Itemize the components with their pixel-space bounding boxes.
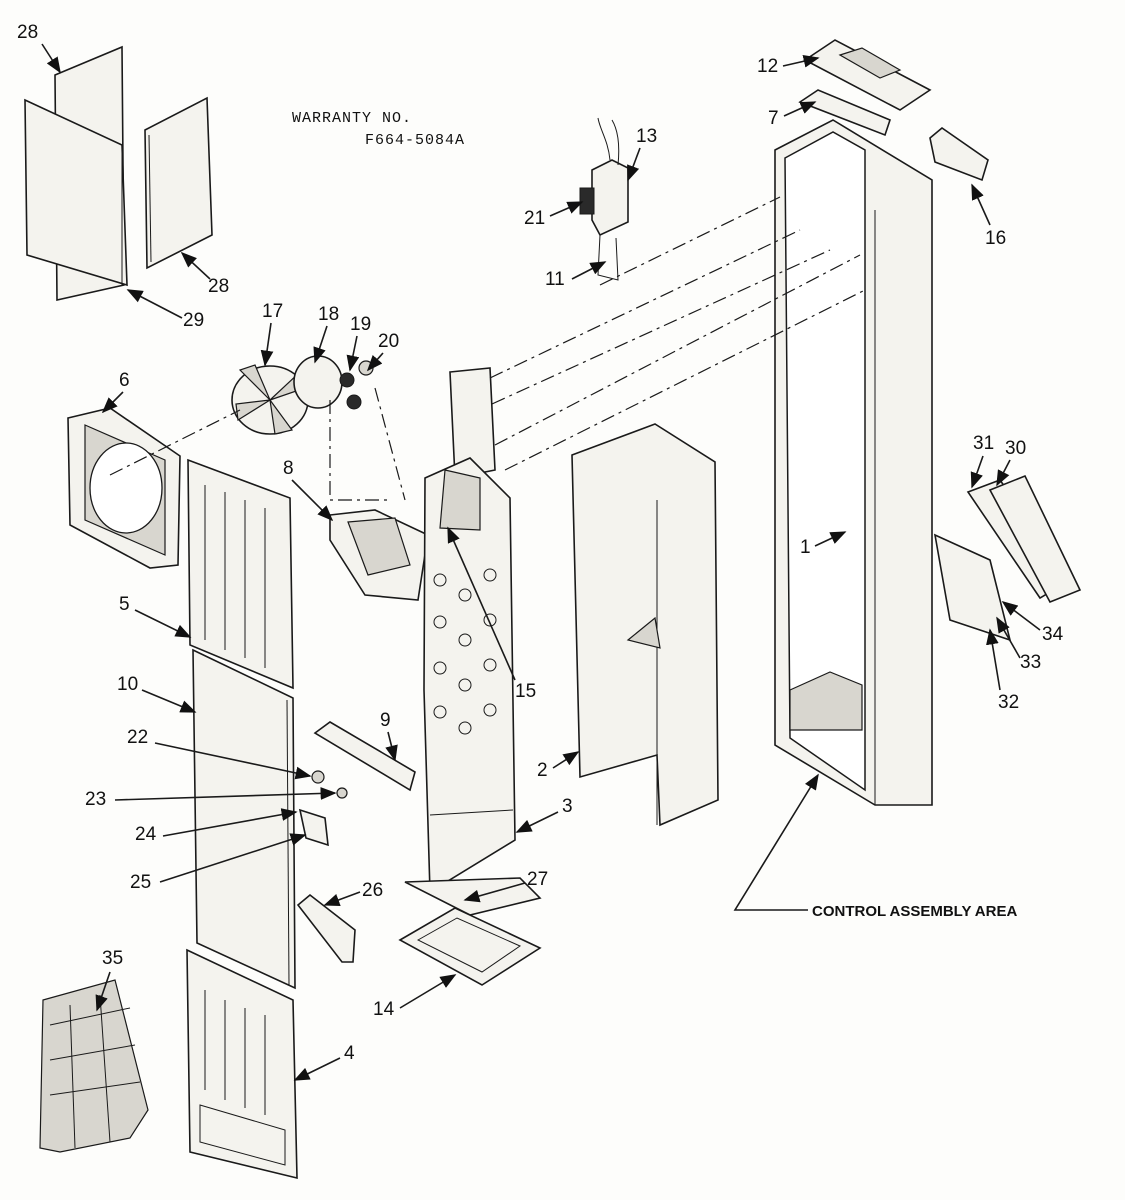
callout-11: 11 <box>545 269 565 290</box>
callout-25: 25 <box>130 872 151 893</box>
alignment-lines <box>109 196 866 501</box>
part-5-upper-grille-panel <box>187 458 294 690</box>
callout-29: 29 <box>183 310 204 331</box>
part-1-cabinet <box>774 119 933 806</box>
part-35-filter <box>39 979 149 1153</box>
callout-8: 8 <box>283 458 294 479</box>
callout-28-top: 28 <box>17 22 38 43</box>
part-8-duct <box>329 509 429 601</box>
callout-22: 22 <box>127 727 148 748</box>
part-2-rear-panel <box>571 423 719 827</box>
part-28-29-side-panels <box>24 45 213 301</box>
callout-1: 1 <box>800 537 811 558</box>
callout-31: 31 <box>973 433 994 454</box>
callout-6: 6 <box>119 370 130 391</box>
callout-2: 2 <box>537 760 548 781</box>
callout-9: 9 <box>380 710 391 731</box>
callout-13: 13 <box>636 126 657 147</box>
warranty-number: F664-5084A <box>365 132 465 149</box>
callout-33: 33 <box>1020 652 1041 673</box>
callout-34: 34 <box>1042 624 1064 645</box>
callout-19: 19 <box>350 314 371 335</box>
part-22-25-small-parts <box>298 770 348 847</box>
part-9-channel <box>313 721 416 792</box>
callout-20: 20 <box>378 331 399 352</box>
part-30-34-vent-assembly <box>933 474 1082 642</box>
part-10-front-panel <box>192 648 296 990</box>
callout-14: 14 <box>373 999 395 1020</box>
callout-7: 7 <box>768 108 779 129</box>
part-17-18-fan-and-motor <box>231 355 374 435</box>
callout-16: 16 <box>985 228 1006 249</box>
part-13-21-control-box <box>579 117 629 281</box>
callout-24: 24 <box>135 824 157 845</box>
callout-30: 30 <box>1005 438 1026 459</box>
callouts: 28 28 29 17 18 19 20 6 8 5 10 9 22 23 24… <box>17 22 1064 1081</box>
callout-32: 32 <box>998 692 1019 713</box>
part-4-lower-grille-panel <box>186 948 298 1180</box>
part-14-drip-pan <box>398 907 542 986</box>
callout-3: 3 <box>562 796 573 817</box>
callout-26: 26 <box>362 880 383 901</box>
callout-21: 21 <box>524 208 545 229</box>
callout-18: 18 <box>318 304 339 325</box>
part-12-7-top-assembly <box>798 39 989 182</box>
callout-10: 10 <box>117 674 138 695</box>
callout-12: 12 <box>757 56 778 77</box>
callout-28-bottom: 28 <box>208 276 229 297</box>
callout-27: 27 <box>527 869 548 890</box>
callout-35: 35 <box>102 948 123 969</box>
callout-4: 4 <box>344 1043 355 1064</box>
callout-23: 23 <box>85 789 106 810</box>
part-3-heat-exchanger <box>404 367 542 916</box>
callout-5: 5 <box>119 594 130 615</box>
callout-15: 15 <box>515 681 536 702</box>
control-assembly-area-label: CONTROL ASSEMBLY AREA <box>812 903 1017 920</box>
part-6-fan-shroud <box>67 407 181 569</box>
callout-17: 17 <box>262 301 283 322</box>
warranty-label: WARRANTY NO. <box>292 110 412 127</box>
part-26-bracket <box>296 893 356 963</box>
